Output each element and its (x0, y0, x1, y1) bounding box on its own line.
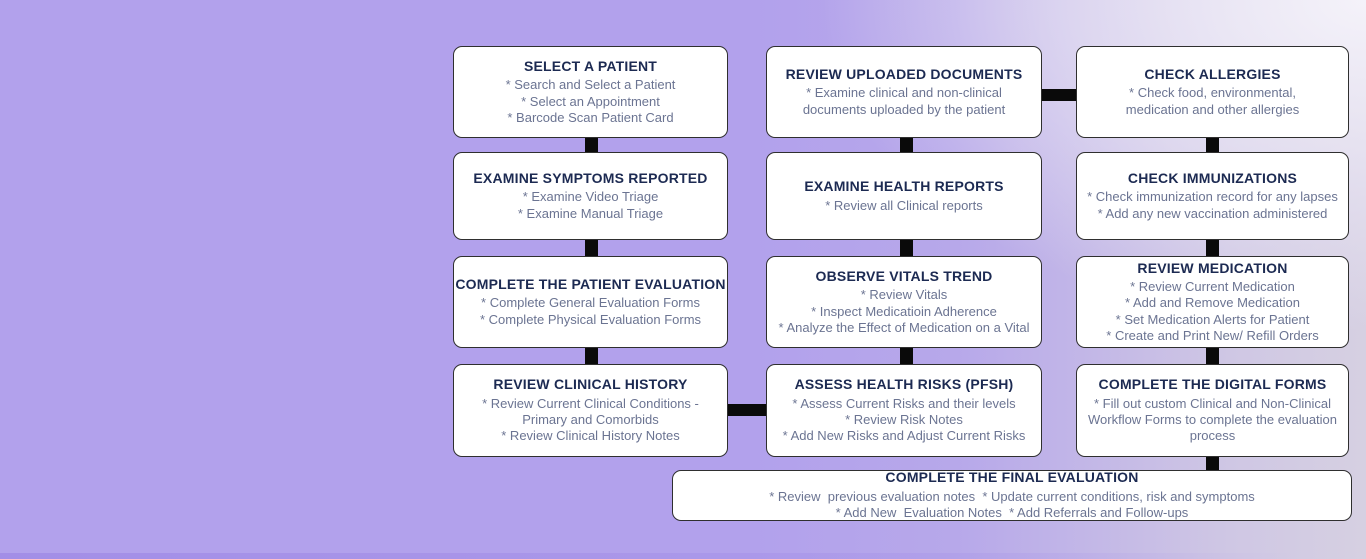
background-bottom-band (0, 553, 1366, 559)
box-bullet-list: * Review all Clinical reports (825, 198, 983, 214)
connector-col1-row2-row3 (585, 236, 598, 260)
bullet-line: * Analyze the Effect of Medication on a … (778, 319, 1030, 335)
bullet-line: Primary and Comorbids (522, 412, 659, 428)
box-title: COMPLETE THE PATIENT EVALUATION (455, 275, 726, 292)
bullet-line: * Barcode Scan Patient Card (507, 109, 674, 125)
bullet-line: * Review previous evaluation notes * Upd… (769, 488, 1255, 504)
bullet-line: documents uploaded by the patient (802, 101, 1006, 117)
bullet-line: * Inspect Medicatioin Adherence (811, 303, 997, 319)
bullet-line: * Add and Remove Medication (1125, 295, 1300, 311)
flow-box-check-allergies: CHECK ALLERGIES * Check food, environmen… (1076, 46, 1349, 138)
connector-col2-row3-row4 (900, 344, 913, 368)
bullet-line: * Complete Physical Evaluation Forms (479, 311, 702, 327)
box-bullet-list: * Fill out custom Clinical and Non-Clini… (1088, 396, 1337, 445)
flow-box-complete-digital-forms: COMPLETE THE DIGITAL FORMS * Fill out cu… (1076, 364, 1349, 457)
box-bullet-list: * Assess Current Risks and their levels*… (783, 396, 1026, 445)
flow-box-review-medication: REVIEW MEDICATION * Review Current Medic… (1076, 256, 1349, 348)
box-title: ASSESS HEALTH RISKS (PFSH) (794, 376, 1014, 393)
connector-col3-row2-row3 (1206, 236, 1219, 260)
bullet-line: * Add New Evaluation Notes * Add Referra… (835, 505, 1189, 521)
box-bullet-list: * Review Current Medication* Add and Rem… (1106, 279, 1318, 345)
connector-col1-row1-row2 (585, 132, 598, 156)
connector-col3-row1-row2 (1206, 132, 1219, 156)
flow-box-complete-final-evaluation: COMPLETE THE FINAL EVALUATION * Review p… (672, 469, 1352, 522)
bullet-line: medication and other allergies (1125, 101, 1300, 117)
bullet-line: * Create and Print New/ Refill Orders (1106, 328, 1319, 344)
box-bullet-list: * Review Current Clinical Conditions -Pr… (482, 396, 699, 445)
bullet-line: * Fill out custom Clinical and Non-Clini… (1094, 395, 1331, 411)
bullet-line: * Review Clinical History Notes (501, 428, 680, 444)
bullet-line: * Check food, environmental, (1129, 85, 1296, 101)
flow-box-complete-patient-evaluation: COMPLETE THE PATIENT EVALUATION * Comple… (453, 256, 728, 348)
bullet-line: process (1189, 428, 1236, 444)
box-bullet-list: * Review Vitals* Inspect Medicatioin Adh… (778, 287, 1029, 336)
flow-box-observe-vitals-trend: OBSERVE VITALS TREND * Review Vitals* In… (766, 256, 1042, 348)
bullet-line: * Select an Appointment (521, 93, 660, 109)
flow-box-assess-health-risks: ASSESS HEALTH RISKS (PFSH) * Assess Curr… (766, 364, 1042, 457)
box-title: REVIEW UPLOADED DOCUMENTS (785, 65, 1023, 82)
box-title: EXAMINE SYMPTOMS REPORTED (473, 169, 708, 186)
bullet-line: * Review Vitals (860, 287, 948, 303)
bullet-line: * Add any new vaccination administered (1097, 205, 1328, 221)
connector-row4-col1-col2 (722, 404, 772, 416)
box-title: CHECK ALLERGIES (1144, 65, 1281, 82)
box-title: EXAMINE HEALTH REPORTS (804, 178, 1004, 195)
bullet-line: * Examine Manual Triage (517, 205, 664, 221)
flow-box-review-uploaded-documents: REVIEW UPLOADED DOCUMENTS * Examine clin… (766, 46, 1042, 138)
box-title: REVIEW CLINICAL HISTORY (493, 376, 688, 393)
box-bullet-list: * Complete General Evaluation Forms* Com… (480, 295, 701, 328)
box-title: REVIEW MEDICATION (1137, 259, 1288, 276)
bullet-line: * Examine clinical and non-clinical (806, 85, 1002, 101)
bullet-line: * Review Risk Notes (845, 412, 963, 428)
bullet-line: * Review Current Medication (1130, 279, 1295, 294)
bullet-line: Workflow Forms to complete the evaluatio… (1087, 412, 1338, 428)
bullet-line: * Review Current Clinical Conditions - (482, 395, 699, 411)
connector-col3-row3-row4 (1206, 344, 1219, 368)
box-bullet-list: * Check immunization record for any laps… (1087, 189, 1338, 222)
bullet-line: * Complete General Evaluation Forms (481, 295, 700, 311)
bullet-line: * Check immunization record for any laps… (1087, 189, 1338, 205)
bullet-line: * Review all Clinical reports (825, 197, 983, 213)
connector-col3-row4-final (1206, 453, 1219, 474)
connector-col1-row3-row4 (585, 344, 598, 368)
box-bullet-list: * Review previous evaluation notes * Upd… (769, 489, 1255, 522)
box-title: COMPLETE THE FINAL EVALUATION (885, 469, 1139, 486)
flow-box-check-immunizations: CHECK IMMUNIZATIONS * Check immunization… (1076, 152, 1349, 240)
box-bullet-list: * Check food, environmental,medication a… (1126, 85, 1299, 118)
bullet-line: * Set Medication Alerts for Patient (1115, 311, 1310, 327)
box-title: SELECT A PATIENT (523, 57, 658, 74)
bullet-line: * Search and Select a Patient (505, 77, 676, 93)
box-bullet-list: * Search and Select a Patient* Select an… (506, 77, 676, 126)
box-title: CHECK IMMUNIZATIONS (1127, 169, 1298, 186)
connector-col2-row2-row3 (900, 236, 913, 260)
flow-box-examine-symptoms-reported: EXAMINE SYMPTOMS REPORTED * Examine Vide… (453, 152, 728, 240)
flow-box-select-a-patient: SELECT A PATIENT * Search and Select a P… (453, 46, 728, 138)
box-title: COMPLETE THE DIGITAL FORMS (1098, 376, 1327, 393)
bullet-line: * Examine Video Triage (522, 189, 659, 205)
box-bullet-list: * Examine Video Triage* Examine Manual T… (518, 189, 663, 222)
flow-box-review-clinical-history: REVIEW CLINICAL HISTORY * Review Current… (453, 364, 728, 457)
connector-col2-row1-row2 (900, 132, 913, 156)
box-title: OBSERVE VITALS TREND (815, 267, 993, 284)
connector-row1-col2-col3 (1035, 89, 1083, 101)
flow-box-examine-health-reports: EXAMINE HEALTH REPORTS * Review all Clin… (766, 152, 1042, 240)
bullet-line: * Add New Risks and Adjust Current Risks (782, 428, 1026, 444)
bullet-line: * Assess Current Risks and their levels (792, 395, 1016, 411)
